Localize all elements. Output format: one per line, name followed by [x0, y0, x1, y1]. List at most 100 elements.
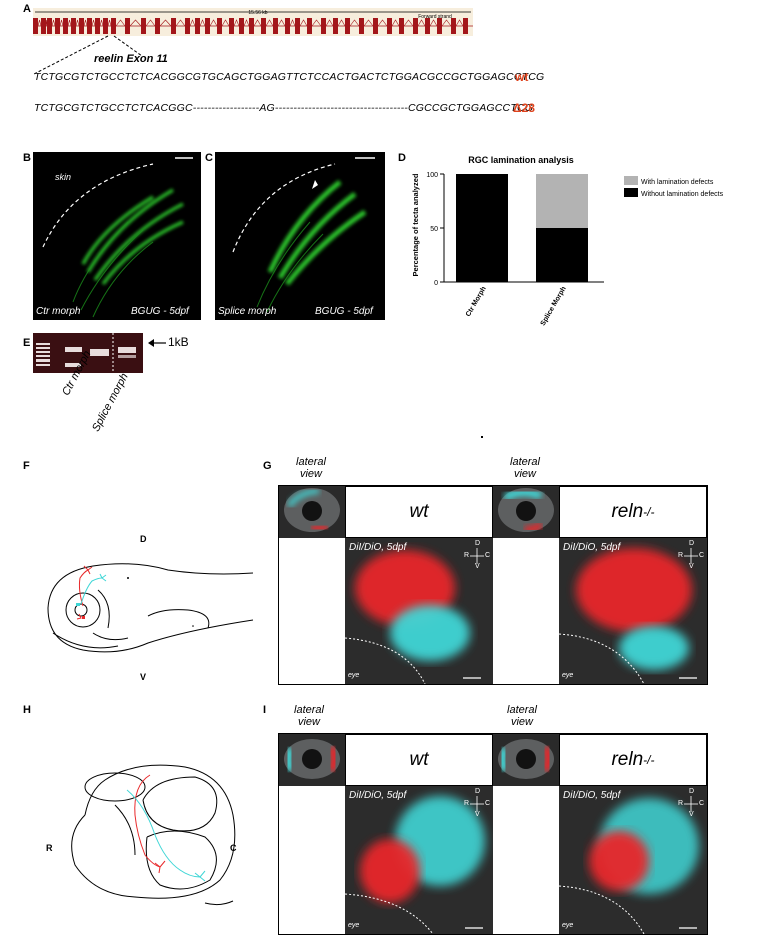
intron-connector	[311, 19, 322, 27]
eye-label-reln-g: eye	[562, 672, 574, 679]
exon-block	[103, 18, 108, 34]
view-text: view	[510, 716, 533, 728]
intron-connector	[299, 19, 308, 27]
panel-label-a: A	[23, 3, 31, 15]
intron-connector	[455, 19, 464, 27]
seq-del-ag: AG	[259, 102, 275, 114]
exon-block	[111, 18, 116, 34]
stray-dot	[481, 436, 483, 438]
exon-block	[95, 18, 100, 34]
intron-connector	[51, 19, 56, 27]
skin-label: skin	[55, 172, 72, 182]
lateral-text: lateral	[294, 704, 324, 716]
intron-connector	[253, 19, 262, 27]
chart-title: RGC lamination analysis	[468, 155, 574, 165]
chart-ylabel: Percentage of tecta analyzed	[411, 173, 420, 276]
view-text: view	[513, 468, 536, 480]
reln-text: reln	[611, 749, 644, 770]
exon-block	[71, 18, 76, 34]
genotype-header-wt-g: wt	[345, 486, 493, 538]
seq-del-gap2: ------------------------------------	[274, 102, 408, 114]
x-tick-label: Splice Morph	[540, 286, 568, 328]
axis-c: C	[699, 552, 705, 559]
intron-connector	[363, 19, 374, 27]
larva-lateral-schematic	[47, 563, 254, 653]
exon-block	[171, 18, 176, 34]
exon-block	[307, 18, 312, 34]
axis-v: V	[475, 563, 480, 570]
panel-label-d: D	[398, 152, 406, 164]
exon-block	[63, 18, 68, 34]
exon-block	[33, 18, 38, 34]
axis-v: V	[475, 811, 480, 818]
exon-block	[155, 18, 160, 34]
exon-block	[217, 18, 222, 34]
view-text: view	[299, 468, 322, 480]
lamination-chart: RGC lamination analysis Percentage of te…	[411, 155, 724, 328]
exon-block	[295, 18, 300, 34]
intron-connector	[209, 19, 218, 27]
reln-sup: -/-	[643, 753, 655, 767]
axis-v: V	[689, 563, 694, 570]
exon-block	[373, 18, 378, 34]
axis-r: R	[464, 552, 470, 559]
genotype-header-reln-i: reln-/-	[559, 734, 707, 786]
axis-compass-icon: D V R C	[464, 540, 491, 570]
axis-c: C	[485, 552, 491, 559]
eye-label-reln-i: eye	[562, 922, 574, 929]
delta28-tag: Δ28	[513, 101, 535, 115]
lateral-text: lateral	[510, 456, 540, 468]
bgug-caption-b: BGUG - 5dpf	[131, 306, 189, 317]
exon-title: reelin Exon 11	[94, 53, 168, 65]
brain-dorsal-schematic	[71, 764, 236, 906]
intron-connector	[391, 19, 400, 27]
figure-g-frame	[278, 485, 708, 685]
eye-label-wt-i: eye	[348, 922, 360, 929]
axis-compass-icon: D V R C	[678, 540, 705, 570]
axis-v: V	[689, 811, 694, 818]
intron-connector	[37, 19, 42, 27]
micrograph-splice-morph: Splice morph BGUG - 5dpf	[215, 152, 385, 320]
exon-block	[321, 18, 326, 34]
axis-d: D	[689, 540, 695, 547]
panel-label-c: C	[205, 152, 213, 164]
seq-del-part1: TCTGCGTCTGCCTCTCACGGC	[34, 102, 193, 114]
intron-connector	[67, 19, 72, 27]
reln-sup: -/-	[643, 505, 655, 519]
exon-block	[79, 18, 84, 34]
legend-swatch	[624, 188, 638, 197]
intron-connector	[429, 19, 438, 27]
exon-block	[261, 18, 266, 34]
axis-d: D	[689, 788, 695, 795]
intron-connector	[159, 19, 172, 27]
bar-segment	[536, 228, 588, 282]
label-1kb: 1kB	[168, 335, 189, 349]
lateral-text: lateral	[507, 704, 537, 716]
intron-connector	[233, 19, 240, 27]
legend-label: Without lamination defects	[641, 191, 724, 198]
seq-del-part2: CGCCGCTGGAGCCTCG	[407, 102, 534, 114]
panel-label-h: H	[23, 704, 31, 716]
strand-label: Forward strand	[418, 14, 452, 20]
intron-connector	[175, 19, 186, 27]
exon-block	[425, 18, 430, 34]
reln-text: reln	[611, 501, 644, 522]
intron-connector	[99, 19, 104, 27]
exon-block	[55, 18, 60, 34]
intron-connector	[277, 19, 286, 27]
intron-connector	[107, 19, 112, 27]
exon-block	[249, 18, 254, 34]
exon-block	[141, 18, 146, 34]
axis-compass-icon: D V R C	[678, 788, 704, 818]
exon-block	[333, 18, 338, 34]
intron-connector	[377, 19, 388, 27]
axis-d: D	[475, 540, 481, 547]
x-tick-label: Ctr Morph	[465, 286, 488, 318]
dye-label-wt-i: DiI/DiO, 5dpf	[349, 790, 407, 801]
zoom-lines	[33, 35, 143, 75]
panel-label-f: F	[23, 460, 30, 472]
intron-connector	[337, 19, 346, 27]
